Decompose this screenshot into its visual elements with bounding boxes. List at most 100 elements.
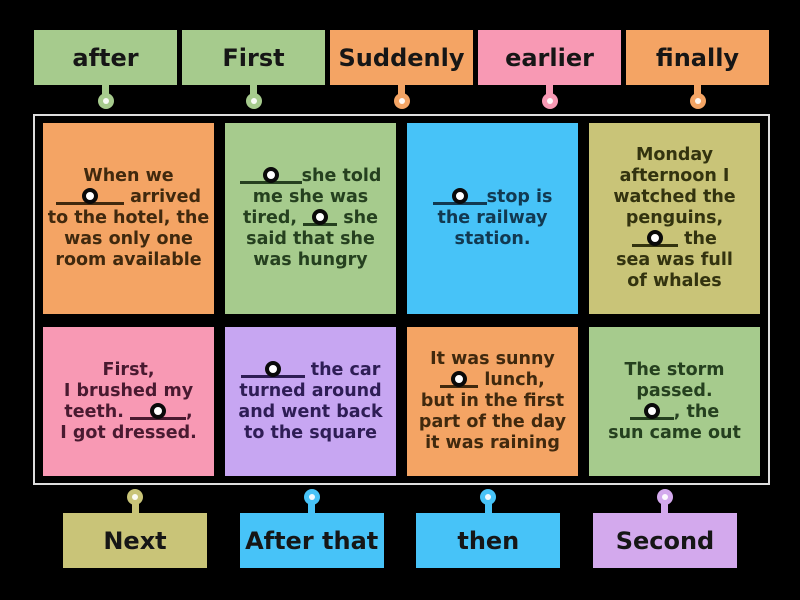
- clue-line: watched the: [613, 187, 735, 208]
- clue-text: turned around: [239, 380, 382, 401]
- drop-target-icon[interactable]: [312, 209, 329, 225]
- word-tile-label: then: [457, 526, 520, 555]
- pin-stem: [308, 503, 316, 513]
- pin-dot: [485, 494, 492, 500]
- clue-text: First,: [102, 359, 155, 380]
- pin-dot: [102, 98, 109, 104]
- word-tile-label: after: [72, 43, 139, 72]
- clue-text: sun came out: [608, 422, 741, 443]
- pin-stem: [546, 85, 553, 95]
- clue-line: to the hotel, the: [48, 208, 209, 229]
- word-tile-next[interactable]: Next: [63, 489, 207, 568]
- pin-circle-icon: [541, 93, 558, 109]
- word-tile-first[interactable]: First: [182, 30, 325, 109]
- clue-line: said that she: [246, 229, 375, 250]
- pin-dot: [250, 98, 257, 104]
- clue-text: sea was full: [616, 250, 733, 270]
- pin-circle-icon: [97, 93, 114, 109]
- drop-target-icon[interactable]: [264, 360, 281, 377]
- drop-target-icon[interactable]: [262, 167, 279, 183]
- clue-text: of whales: [627, 271, 722, 291]
- clue-text: tired,: [243, 208, 304, 228]
- clue-text: room available: [55, 250, 202, 270]
- word-tile-after-that[interactable]: After that: [239, 489, 384, 568]
- clue-text: the railway: [437, 208, 548, 228]
- connector-pin-icon: [689, 85, 706, 109]
- pin-stem: [250, 85, 257, 95]
- clue-line: I got dressed.: [60, 423, 197, 444]
- clue-line: passed.: [636, 381, 712, 402]
- answer-blank: [629, 402, 674, 420]
- clue-text: watched the: [613, 187, 736, 207]
- word-tile-earlier[interactable]: earlier: [478, 30, 621, 109]
- clue-line: she told: [239, 166, 382, 187]
- pin-circle-icon: [656, 489, 673, 505]
- connector-pin-icon: [656, 489, 673, 513]
- pin-circle-icon: [127, 489, 143, 505]
- clue-line: and went back: [238, 402, 382, 423]
- clue-text: she told: [301, 166, 382, 186]
- pin-stem: [102, 85, 109, 95]
- clue-text: passed.: [636, 380, 713, 401]
- drop-target-icon[interactable]: [451, 188, 468, 204]
- clue-text: I got dressed.: [60, 422, 197, 443]
- word-tile-then[interactable]: then: [416, 489, 561, 568]
- word-bank-bottom: Next After that then Second: [63, 489, 737, 568]
- clue-line: It was sunny: [430, 349, 555, 370]
- clue-line: room available: [55, 250, 201, 271]
- clue-line: When we: [83, 166, 173, 187]
- clue-text: teeth.: [64, 401, 130, 422]
- answer-blank: [240, 360, 305, 378]
- clue-line: sea was full: [616, 250, 733, 271]
- word-tile-label: Next: [103, 526, 167, 555]
- clue-line: sun came out: [608, 423, 741, 444]
- word-tile-after[interactable]: after: [34, 30, 177, 109]
- word-tile-label: Second: [615, 526, 715, 555]
- word-tile-label: After that: [245, 526, 379, 555]
- pin-stem: [661, 503, 669, 513]
- clue-line: penguins,: [626, 208, 723, 229]
- pin-circle-icon: [689, 93, 706, 109]
- clue-text: and went back: [238, 401, 383, 422]
- pin-stem: [694, 85, 701, 95]
- clue-line: to the square: [244, 423, 377, 444]
- clue-text: the: [678, 229, 717, 249]
- clue-line: The storm: [624, 360, 724, 381]
- drop-target-icon[interactable]: [451, 371, 468, 387]
- pin-dot: [661, 494, 668, 500]
- word-tile-suddenly[interactable]: Suddenly: [330, 30, 473, 109]
- pin-circle-icon: [393, 93, 410, 109]
- clue-text: When we: [83, 166, 174, 186]
- drop-target-icon[interactable]: [647, 230, 664, 246]
- pin-stem: [484, 503, 492, 513]
- clue-line: the railway: [437, 208, 547, 229]
- word-tile-label: Suddenly: [338, 43, 465, 72]
- word-tile-second[interactable]: Second: [592, 489, 737, 568]
- connector-pin-icon: [393, 85, 410, 109]
- pin-stem: [131, 503, 139, 513]
- clue-line: was hungry: [253, 250, 367, 271]
- clue-line: station.: [454, 229, 530, 250]
- drop-target-icon[interactable]: [82, 188, 99, 204]
- drop-target-icon[interactable]: [643, 402, 660, 419]
- clue-text: was only one: [64, 229, 193, 249]
- clue-text: penguins,: [625, 208, 724, 228]
- word-tile-finally[interactable]: finally: [626, 30, 769, 109]
- pin-circle-icon: [245, 93, 262, 109]
- clue-text: she: [337, 208, 378, 228]
- answer-blank: [440, 371, 479, 388]
- drop-target-icon[interactable]: [150, 402, 166, 419]
- pin-dot: [398, 98, 405, 104]
- answer-blank: [130, 402, 186, 420]
- pin-circle-icon: [303, 489, 320, 505]
- clue-line: but in the first: [421, 391, 564, 412]
- clue-line: was only one: [64, 229, 193, 250]
- clue-text: lunch,: [478, 370, 545, 390]
- answer-blank: [239, 167, 302, 184]
